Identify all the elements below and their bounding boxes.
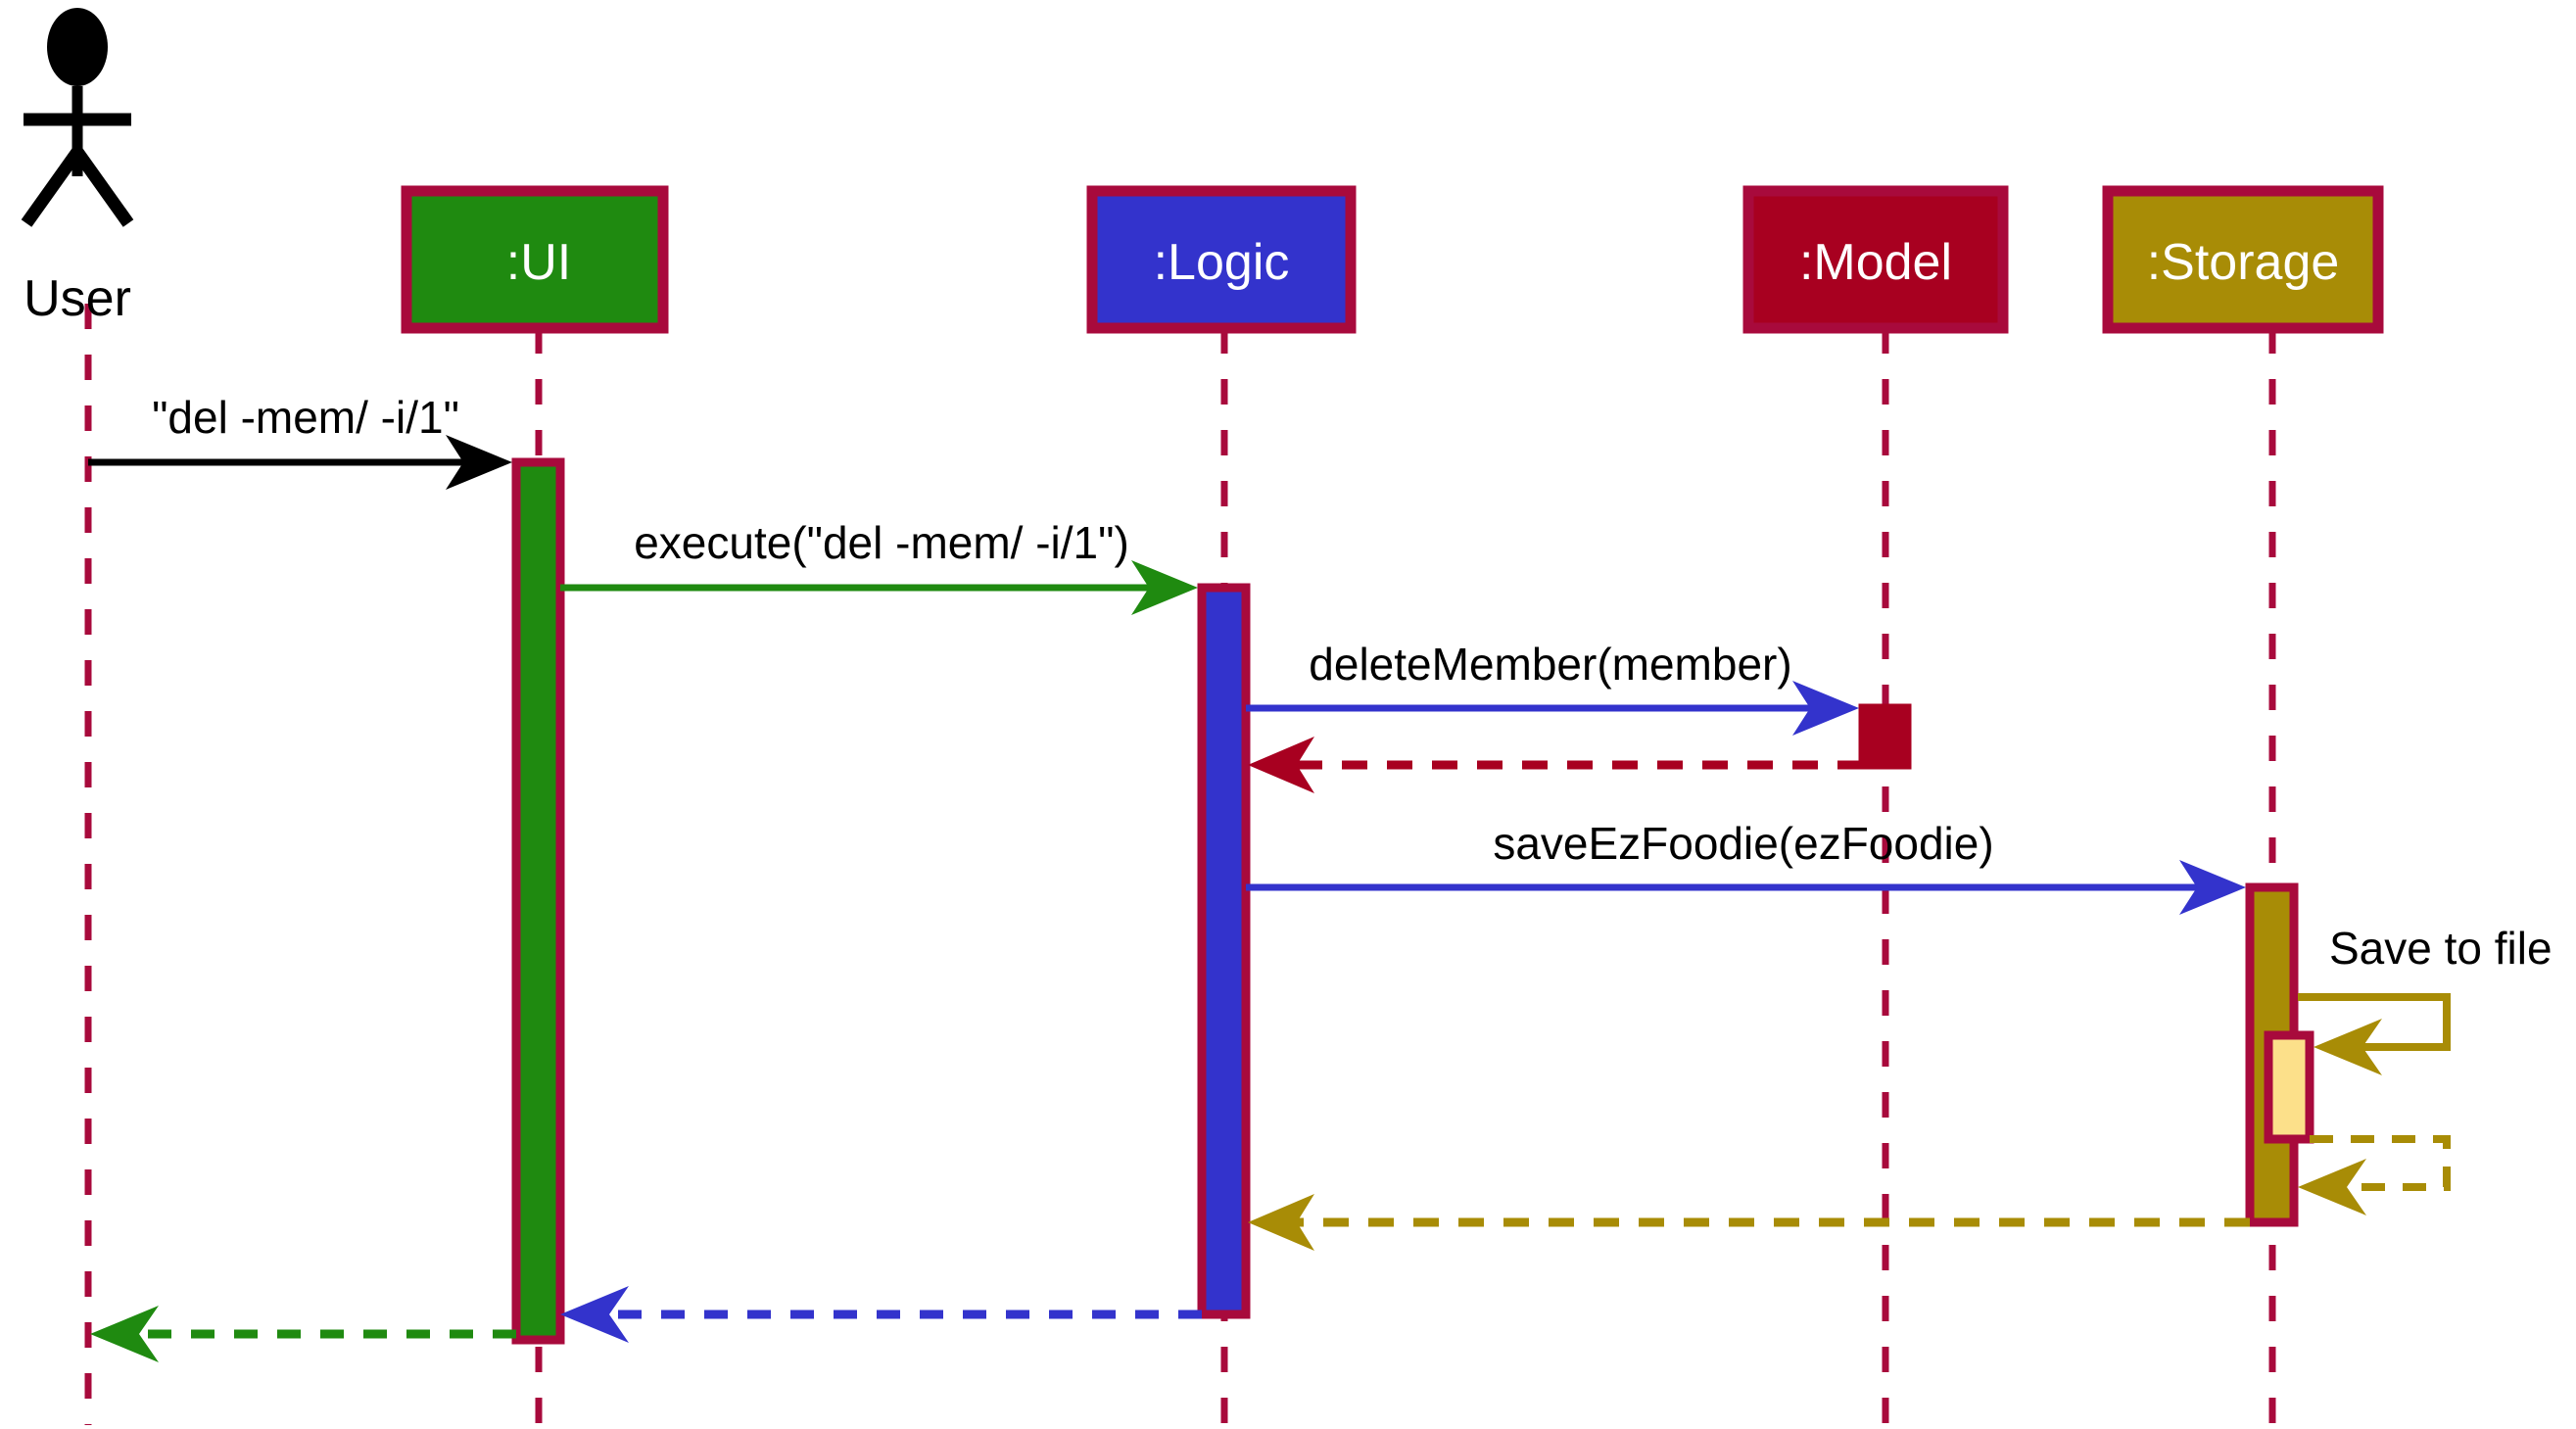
arrowhead-icon [2314, 1019, 2382, 1075]
actor-user[interactable]: User [21, 8, 134, 327]
participant-box-logic[interactable]: :Logic [1086, 185, 1357, 334]
message-return-storage-to-logic [1248, 1194, 2250, 1251]
arrowhead-icon [90, 1306, 159, 1362]
message-delete-member: deleteMember(member) [1246, 639, 1859, 736]
message-save-ezfoodie: saveEzFoodie(ezFoodie) [1246, 818, 2246, 915]
participant-ui-label: :UI [506, 234, 571, 291]
activation-bars-group [511, 457, 2314, 1345]
activation-bar-storage-nested [2264, 1030, 2314, 1144]
participant-box-model[interactable]: :Model [1742, 185, 2009, 334]
message-return-ui-to-user [90, 1306, 516, 1362]
message-label: execute("del -mem/ -i/1") [634, 517, 1129, 568]
arrowhead-icon [560, 1286, 629, 1343]
message-selfcall-path [2298, 993, 2451, 1051]
activation-bar-ui [511, 457, 565, 1345]
participant-logic-label: :Logic [1154, 234, 1290, 291]
message-label: deleteMember(member) [1309, 639, 1791, 690]
arrowhead-icon [1131, 560, 1198, 615]
participant-model-label: :Model [1799, 234, 1952, 291]
arrowhead-icon [1792, 681, 1859, 736]
lifelines-group [84, 304, 2276, 1425]
message-selfreturn-path [2310, 1135, 2451, 1191]
message-return-logic-to-ui [560, 1286, 1202, 1343]
activation-bar-logic [1197, 583, 1251, 1319]
message-execute-command: execute("del -mem/ -i/1") [560, 517, 1198, 615]
actor-leg-left-icon [21, 148, 83, 227]
arrowhead-icon [2298, 1159, 2366, 1215]
message-label: Save to file [2329, 923, 2552, 974]
participant-logic-rect [1086, 185, 1357, 334]
message-label: saveEzFoodie(ezFoodie) [1493, 818, 1993, 869]
participant-storage-label: :Storage [2147, 234, 2340, 291]
participant-box-ui[interactable]: :UI [401, 185, 669, 334]
participant-box-storage[interactable]: :Storage [2102, 185, 2384, 334]
arrowhead-icon [1248, 1194, 1314, 1251]
participant-ui-rect [401, 185, 669, 334]
participant-storage-rect [2102, 185, 2384, 334]
arrowhead-icon [1248, 737, 1314, 793]
actor-user-label: User [24, 270, 131, 327]
activation-bar-model [1858, 703, 1912, 770]
message-del-mem-command: "del -mem/ -i/1" [88, 392, 512, 490]
participant-model-rect [1742, 185, 2009, 334]
actor-leg-right-icon [72, 148, 134, 227]
message-selfcall-return [2298, 1135, 2451, 1215]
actor-head-icon [47, 8, 108, 86]
message-return-model-to-logic [1248, 737, 1863, 793]
arrowhead-icon [2179, 860, 2246, 915]
message-save-to-file-selfcall: Save to file [2298, 923, 2552, 1075]
arrowhead-icon [446, 435, 512, 490]
message-label: "del -mem/ -i/1" [152, 392, 459, 443]
